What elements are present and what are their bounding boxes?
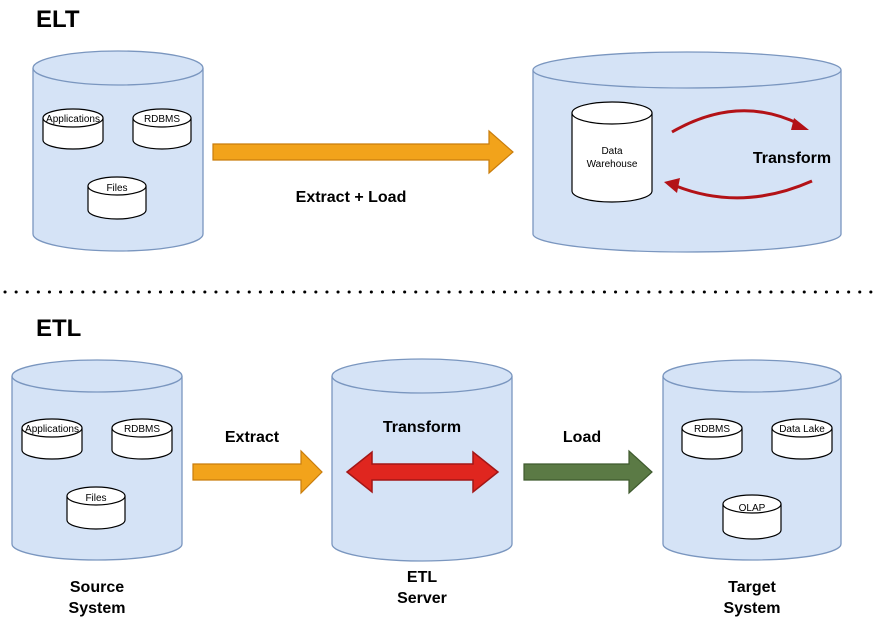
elt-source-files-label: Files: [106, 183, 127, 194]
elt-source-files: Files: [87, 176, 147, 220]
etl-transform-label: Transform: [383, 419, 461, 436]
data-warehouse-cylinder: Data Warehouse: [571, 101, 653, 203]
etl-server-caption-line1: ETL: [407, 569, 437, 586]
etl-extract-arrow: [192, 449, 323, 495]
target-system-caption-line2: System: [724, 600, 781, 617]
etl-source-applications-label: Applications: [25, 424, 79, 435]
etl-target-data-lake: Data Lake: [771, 418, 833, 460]
etl-source-cylinder: [11, 359, 183, 561]
etl-source-rdbms: RDBMS: [111, 418, 173, 460]
elt-transform-cycle-arrows: [664, 109, 813, 200]
etl-load-arrow: [523, 449, 653, 495]
elt-source-rdbms-label: RDBMS: [144, 114, 180, 125]
etl-target-rdbms: RDBMS: [681, 418, 743, 460]
etl-heading: ETL: [36, 315, 81, 342]
elt-extract-load-arrow: [212, 129, 514, 175]
etl-server-cylinder: [331, 358, 513, 562]
target-system-caption-line1: Target: [728, 579, 776, 596]
data-warehouse-label-line1: Data: [601, 146, 623, 157]
etl-target-olap: OLAP: [722, 494, 782, 540]
etl-source-rdbms-label: RDBMS: [124, 424, 160, 435]
etl-target-rdbms-label: RDBMS: [694, 424, 730, 435]
elt-extract-load-label: Extract + Load: [296, 189, 407, 206]
source-system-caption-line2: System: [69, 600, 126, 617]
etl-target-olap-label: OLAP: [739, 503, 766, 514]
elt-heading: ELT: [36, 6, 80, 33]
etl-load-label: Load: [563, 429, 601, 446]
source-system-caption-line1: Source: [70, 579, 124, 596]
etl-server-caption-line2: Server: [397, 590, 447, 607]
elt-source-applications: Applications: [42, 108, 104, 150]
etl-transform-double-arrow: [345, 450, 500, 494]
etl-source-files: Files: [66, 486, 126, 530]
etl-extract-label: Extract: [225, 429, 280, 446]
elt-source-rdbms: RDBMS: [132, 108, 192, 150]
data-warehouse-label-line2: Warehouse: [587, 159, 638, 170]
elt-transform-label: Transform: [753, 150, 831, 167]
etl-target-data-lake-label: Data Lake: [779, 424, 825, 435]
elt-source-cylinder: [32, 50, 204, 252]
elt-source-applications-label: Applications: [46, 114, 100, 125]
etl-source-applications: Applications: [21, 418, 83, 460]
etl-source-files-label: Files: [85, 493, 106, 504]
